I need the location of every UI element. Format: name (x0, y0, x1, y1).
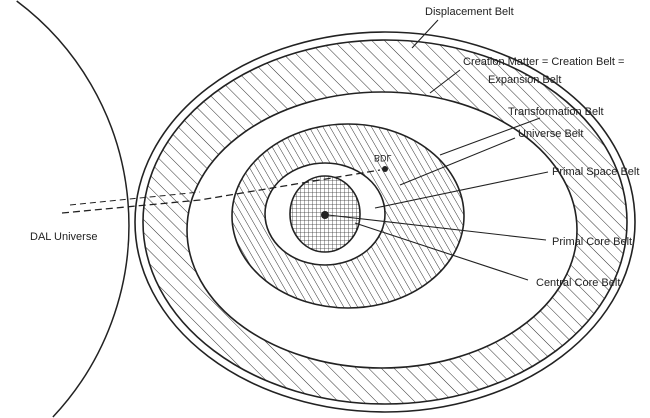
dal-universe-circle (16, 0, 130, 418)
label-dal-universe: DAL Universe (30, 231, 98, 243)
label-transformation-belt: Transformation Belt (508, 106, 604, 118)
label-creation-belt: Creation Matter = Creation Belt = (463, 56, 625, 68)
dashed-path (61, 169, 381, 214)
leader-lines (327, 19, 549, 281)
label-bdl: BDL (374, 153, 392, 163)
label-central-core-belt: Central Core Belt (536, 277, 621, 289)
label-primal-core-belt: Primal Core Belt (552, 236, 633, 248)
bdl-dot (382, 166, 388, 172)
label-primal-space-belt: Primal Space Belt (552, 166, 640, 178)
label-displacement-belt: Displacement Belt (425, 6, 514, 18)
dashed-path-2 (69, 191, 201, 206)
label-universe-belt: Universe Belt (518, 128, 584, 140)
central-core-dot (321, 211, 329, 219)
label-expansion-belt: Expansion Belt (488, 74, 562, 86)
